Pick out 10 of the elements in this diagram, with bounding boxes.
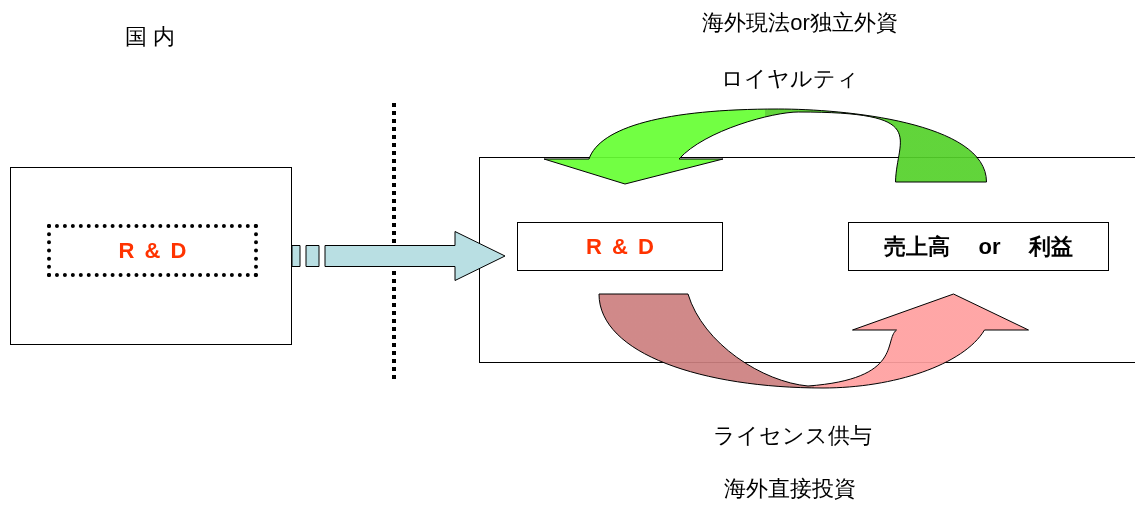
box-label: R & D <box>118 237 187 264</box>
curved-arrow <box>543 108 987 185</box>
text-box <box>848 222 1109 271</box>
text-box <box>517 222 723 271</box>
box-label: R & D <box>586 233 654 260</box>
curved-arrow <box>598 293 1029 389</box>
block-arrow <box>291 231 506 281</box>
box-label: 売上高 or 利益 <box>884 232 1073 261</box>
region-box <box>10 167 292 345</box>
dotted-box <box>47 224 258 277</box>
